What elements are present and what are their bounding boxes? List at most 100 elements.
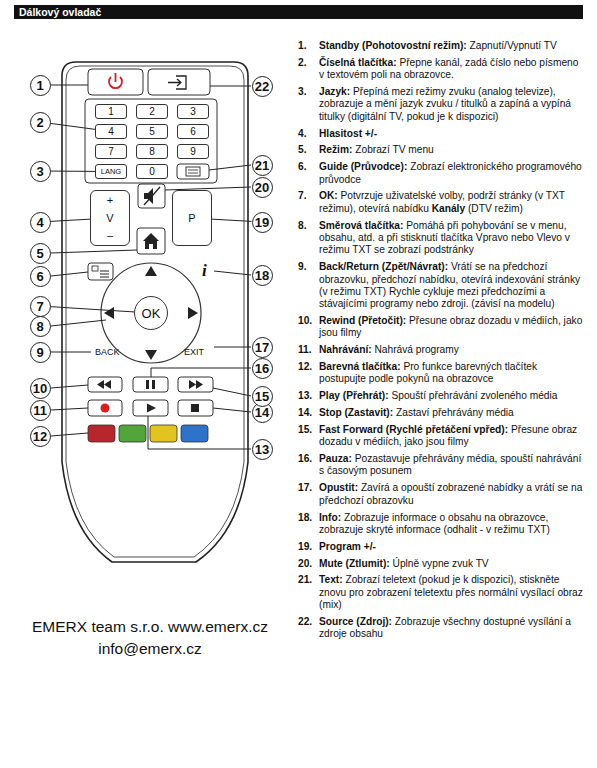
list-item: 17.Opustit:Zavírá a opouští zobrazené na… [298, 482, 585, 507]
button-text: 7 [36, 300, 43, 313]
color-buttons [88, 425, 115, 442]
button-text: 1 [108, 107, 114, 117]
callout-number: 21 [252, 155, 273, 176]
button-text: P [188, 213, 195, 224]
button-text: OK [142, 307, 161, 320]
button-text: 2 [149, 107, 155, 117]
leader-line [51, 352, 91, 353]
item-number: 7. [298, 190, 307, 202]
button-text: 3 [36, 165, 43, 178]
button-text: 20 [255, 181, 269, 194]
button-text: 18 [255, 269, 269, 282]
callout-number: 15 [252, 386, 273, 407]
button-text: V [106, 213, 113, 224]
button-text: 5 [36, 247, 43, 260]
item-heading: Hlasitost +/- [319, 128, 377, 139]
button-text: 9 [190, 147, 196, 157]
leader-line [51, 433, 88, 436]
item-number: 8. [298, 220, 307, 232]
item-heading: Režim: [319, 144, 352, 155]
item-heading: Play (Přehrát): [319, 390, 389, 401]
mute-button [138, 184, 165, 208]
home-button [143, 233, 159, 249]
item-number: 9. [298, 261, 307, 273]
leader-line [51, 85, 88, 86]
leader-line [214, 347, 251, 348]
leader-line [51, 219, 91, 221]
leader-line [51, 85, 251, 449]
media-buttons [178, 400, 213, 416]
item-heading: Nahrávání: [319, 344, 372, 355]
home-button [137, 228, 165, 254]
list-item: 5.Režim:Zobrazí TV menu [298, 144, 585, 156]
item-number: 21. [298, 574, 312, 586]
leader-line [212, 219, 252, 221]
footer-text: info@emerx.cz [0, 640, 300, 658]
media-buttons [88, 400, 122, 416]
list-item: 22.Source (Zdroj):Zobrazuje všechny dost… [298, 616, 585, 641]
button-text: 8 [36, 320, 43, 333]
legend-list: 1.Standby (Pohotovostní režim):Zapnutí/V… [298, 40, 585, 645]
button-text: 14 [255, 406, 269, 419]
leader-line [213, 388, 251, 396]
button-text: 16 [255, 362, 269, 375]
item-text: Přepíná mezi režimy zvuku (analog televi… [319, 86, 571, 122]
media-icons [97, 380, 111, 389]
list-item: 20.Mute (Ztlumit):Úplně vypne zvuk TV [298, 558, 585, 570]
item-text: Zobrazí teletext (pokud je k dispozici),… [319, 574, 583, 610]
volume-rocker: +V– [90, 190, 130, 246]
item-number: 19. [298, 541, 312, 553]
leader-line [151, 368, 251, 377]
guide-button [100, 277, 109, 278]
item-number: 3. [298, 86, 307, 98]
callout-number: 3 [30, 161, 51, 182]
item-heading: OK: [319, 190, 338, 201]
number-button: 3 [177, 104, 209, 119]
item-text: Zobrazí TV menu [355, 144, 434, 155]
digit-panel [85, 99, 217, 183]
item-number: 18. [298, 512, 312, 524]
list-item: 6.Guide (Průvodce):Zobrazí elektronickéh… [298, 161, 585, 186]
list-item: 3. Jazyk:Přepíná mezi režimy zvuku (analo… [298, 86, 585, 123]
item-number: 14. [298, 407, 312, 419]
media-icons [189, 380, 203, 389]
list-item: 11.Nahrávání:Nahrává programy [298, 344, 585, 356]
media-buttons [133, 400, 168, 416]
home-button [137, 228, 165, 254]
source-button [148, 69, 210, 95]
mute-button [138, 184, 165, 208]
direction-pad [104, 266, 198, 360]
item-text: Nahrává programy [375, 344, 459, 355]
text-button [188, 170, 198, 171]
button-text: 4 [36, 216, 43, 229]
item-heading: Pauza: [319, 453, 352, 464]
media-icons [101, 404, 110, 413]
source-button [148, 69, 210, 95]
ok-button: OK [134, 296, 168, 330]
button-text: + [107, 195, 113, 206]
callout-number: 17 [252, 337, 273, 358]
text-button [177, 164, 209, 179]
list-item: 4.Hlasitost +/- [298, 128, 585, 140]
item-heading: Stop (Zastavit): [319, 407, 393, 418]
item-heading: Guide (Průvodce): [319, 161, 407, 172]
text-button [177, 164, 209, 179]
item-number: 10. [298, 315, 312, 327]
number-button: 8 [136, 144, 168, 159]
list-item: 21.Text:Zobrazí teletext (pokud je k dis… [298, 574, 585, 611]
leader-line [209, 165, 251, 170]
list-item: 15.Fast Forward (Rychlé přetáčení vpřed)… [298, 424, 585, 449]
callout-number: 18 [252, 265, 273, 286]
language-button: LANG [95, 164, 127, 179]
power-button [88, 69, 143, 95]
callout-number: 9 [30, 342, 51, 363]
leader-line [51, 123, 96, 129]
color-buttons [181, 425, 208, 442]
number-button: 0 [136, 164, 168, 179]
media-icons [97, 380, 203, 413]
media-icons [147, 404, 156, 413]
callout-number: 11 [30, 400, 51, 421]
text-button [188, 173, 198, 174]
item-heading: Jazyk: [319, 86, 350, 97]
